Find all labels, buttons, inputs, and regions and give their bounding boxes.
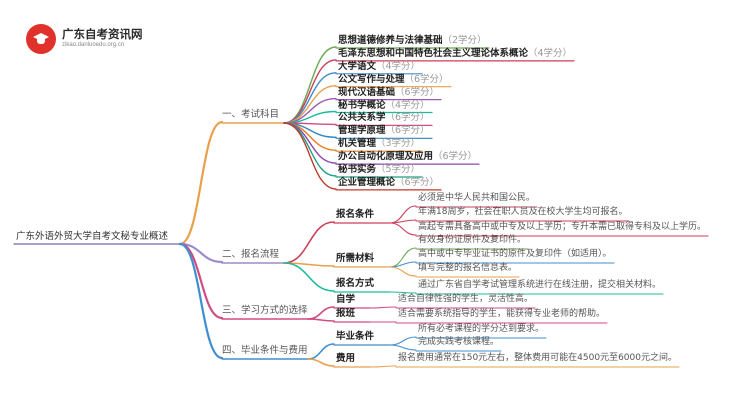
subject-credit: （3学分）: [376, 138, 421, 150]
section-to-topic-link: [283, 221, 335, 264]
section-to-topic-link: [283, 262, 335, 292]
section-label: 三、学习方式的选择: [222, 305, 308, 316]
note-text: 有效身份证原件及复印件。: [418, 235, 527, 245]
topic-label: 毕业条件: [336, 331, 375, 342]
subject-item: 公共关系学（6学分）: [338, 113, 430, 123]
section-to-subject-link: [283, 72, 337, 124]
topic-to-note-link: [389, 222, 417, 236]
topic-to-note-link: [389, 219, 417, 224]
section-to-topic-link: [307, 318, 335, 322]
section-to-topic-link: [307, 343, 335, 360]
subject-item: 秘书学概论（4学分）: [338, 99, 430, 111]
note-text: 完成实践考核课程。: [418, 337, 500, 347]
topic-label: 报名条件: [336, 209, 375, 220]
topic-label: 报名方式: [336, 278, 375, 289]
subject-item: 思想道德修养与法律基础（2学分）: [338, 36, 487, 46]
subject-item: 毛泽东思想和中国特色社会主义理论体系概论（4学分）: [338, 49, 572, 59]
topic-to-note-link: [389, 261, 417, 268]
subject-credit: （6学分）: [395, 176, 440, 188]
subject-item: 机关管理（3学分）: [338, 139, 420, 149]
section-to-subject-link: [283, 97, 337, 124]
subject-name: 秘书实务: [338, 164, 377, 175]
subject-item: 现代汉语基础（6学分）: [338, 86, 440, 98]
topic-label: 报班: [336, 308, 356, 319]
subject-name: 办公自动化原理及应用: [338, 151, 434, 163]
section-label: 四、毕业条件与费用: [222, 345, 308, 356]
root-to-section-link: [178, 242, 224, 360]
subject-credit: （5学分）: [376, 164, 421, 175]
note-text: 所有必考课程的学分达到要求。: [418, 324, 545, 334]
site-logo: 广东自考资讯网 zikao.danluoedu.org.cn: [26, 22, 144, 56]
note-text: 通过广东省自学考试管理系统进行在线注册，提交相关材料。: [418, 280, 662, 290]
note-text: 高起专需具备高中或中专及以上学历；专升本需已取得专科及以上学历。: [418, 222, 707, 232]
subject-credit: （4学分）: [528, 47, 573, 59]
note-text: 高中或中专毕业证书的原件及复印件（如适用）。: [418, 249, 612, 259]
note-text: 必须是中华人民共和国公民。: [418, 193, 536, 203]
subject-name: 思想道德修养与法律基础: [338, 35, 443, 46]
topic-to-note-link: [389, 336, 417, 346]
subject-name: 公共关系学: [338, 112, 386, 124]
topic-label: 自学: [336, 294, 356, 305]
subject-item: 公文写作与处理（6学分）: [338, 73, 449, 85]
subject-credit: （6学分）: [385, 125, 430, 137]
subject-name: 公文写作与处理: [338, 73, 405, 85]
subject-credit: （6学分）: [385, 112, 430, 124]
brand-name: 广东自考资讯网: [62, 29, 143, 41]
subject-credit: （2学分）: [442, 35, 487, 46]
subject-credit: （4学分）: [376, 60, 421, 72]
topic-to-note-link: [389, 344, 417, 351]
subject-credit: （6学分）: [433, 151, 478, 163]
subject-name: 大学语文: [338, 60, 377, 72]
note-text: 填写完整的报名信息表。: [418, 263, 518, 273]
section-label: 一、考试科目: [222, 109, 280, 120]
graduation-cap-icon: [26, 24, 56, 54]
subject-credit: （6学分）: [404, 73, 449, 85]
topic-to-note-link: [369, 306, 397, 309]
subject-name: 毛泽东思想和中国特色社会主义理论体系概论: [338, 47, 529, 59]
subject-item: 管理学原理（6学分）: [338, 126, 430, 136]
section-to-subject-link: [283, 59, 337, 124]
subject-name: 机关管理: [338, 138, 377, 150]
subject-credit: （4学分）: [385, 99, 430, 111]
note-text: 年满18周岁，社会在职人员及在校大学生均可报名。: [418, 207, 628, 217]
subject-item: 办公自动化原理及应用（6学分）: [338, 152, 477, 162]
brand-url: zikao.danluoedu.org.cn: [62, 42, 125, 48]
root-to-section-link: [178, 120, 224, 246]
topic-label: 费用: [336, 353, 356, 364]
section-to-topic-link: [307, 358, 335, 367]
subject-name: 管理学原理: [338, 125, 386, 137]
subject-item: 秘书实务（5学分）: [338, 165, 420, 175]
subject-credit: （6学分）: [395, 86, 440, 98]
note-text: 报名费用通常在150元左右，整体费用可能在4500元至6000元之间。: [398, 353, 677, 363]
note-text: 适合自律性强的学生，灵活性高。: [398, 294, 534, 304]
topic-to-note-link: [389, 266, 417, 277]
note-text: 适合需要系统指导的学生，能获得专业老师的帮助。: [398, 309, 606, 319]
subject-name: 现代汉语基础: [338, 86, 396, 98]
section-label: 二、报名流程: [222, 249, 280, 260]
subject-name: 秘书学概论: [338, 99, 386, 111]
root-topic: 广东外语外贸大学自考文秘专业概述: [16, 231, 169, 242]
section-to-topic-link: [307, 306, 335, 320]
subject-name: 企业管理概论: [338, 176, 396, 188]
subject-item: 大学语文（4学分）: [338, 62, 420, 72]
topic-to-note-link: [369, 365, 397, 368]
section-to-subject-link: [283, 122, 337, 190]
subject-item: 企业管理概论（6学分）: [338, 178, 439, 188]
topic-label: 所需材料: [336, 253, 375, 264]
topic-to-note-link: [389, 291, 417, 294]
